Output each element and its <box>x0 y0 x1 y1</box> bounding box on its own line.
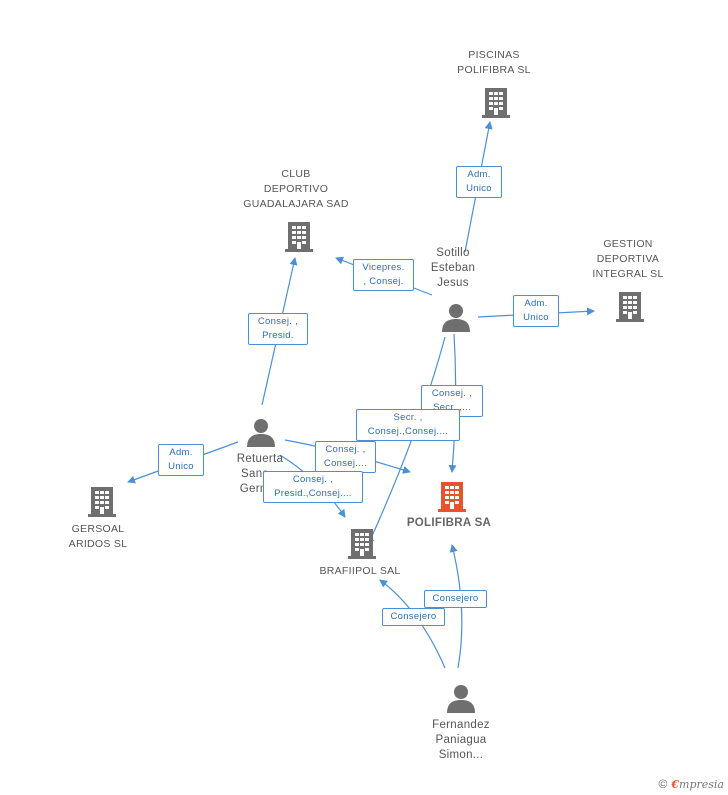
club-building-icon[interactable] <box>285 220 313 252</box>
relation-label-fernandez-polifibra[interactable]: Consejero <box>424 590 487 608</box>
node-label-gestion[interactable]: GESTION DEPORTIVA INTEGRAL SL <box>578 237 678 282</box>
polifibra-building-icon[interactable] <box>438 480 466 512</box>
node-label-line: ARIDOS SL <box>68 538 128 550</box>
relation-line: , Consej. <box>363 276 404 287</box>
node-label-line: DEPORTIVO <box>263 183 329 195</box>
relation-line: Unico <box>523 312 549 323</box>
fernandez-person-icon[interactable] <box>446 683 476 713</box>
node-label-line: POLIFIBRA SL <box>457 64 531 76</box>
relation-label-retuerta-polifibra[interactable]: Consej. , Consej.... <box>315 441 376 473</box>
relation-label-sotillo-club[interactable]: Vicepres. , Consej. <box>353 259 414 291</box>
relation-label-sotillo-brafiipol[interactable]: Secr. , Consej.,Consej.... <box>356 409 460 441</box>
brafiipol-building-icon[interactable] <box>348 527 376 559</box>
relation-line: Consejero <box>432 593 479 604</box>
relation-line: Adm. <box>524 298 548 309</box>
node-label-line: Retuerta <box>236 453 284 465</box>
relation-line: Secr. ,... <box>433 402 471 413</box>
relation-line: Adm. <box>467 169 491 180</box>
relation-line: Unico <box>466 183 492 194</box>
relation-label-retuerta-gersoal[interactable]: Adm. Unico <box>158 444 204 476</box>
node-label-line: GESTION <box>603 238 653 250</box>
relation-line: Adm. <box>169 447 193 458</box>
relation-line: Secr. , <box>393 412 423 423</box>
gersoal-building-icon[interactable] <box>88 485 116 517</box>
node-label-polifibra[interactable]: POLIFIBRA SA <box>394 516 504 531</box>
relation-line: Consej.... <box>323 458 368 469</box>
node-label-line: INTEGRAL SL <box>592 268 664 280</box>
relation-label-retuerta-club[interactable]: Consej. , Presid. <box>248 313 308 345</box>
relation-label-sotillo-gestion[interactable]: Adm. Unico <box>513 295 559 327</box>
node-label-fernandez[interactable]: Fernandez Paniagua Simon... <box>416 718 506 763</box>
node-label-brafiipol[interactable]: BRAFIIPOL SAL <box>305 564 415 579</box>
node-label-line: CLUB <box>281 168 311 180</box>
relation-line: Unico <box>168 461 194 472</box>
edge-sotillo-brafiipol <box>367 336 446 546</box>
node-label-line: Jesus <box>437 277 469 289</box>
relation-label-fernandez-brafiipol[interactable]: Consejero <box>382 608 445 626</box>
relation-line: Consej. , <box>257 316 299 327</box>
edge-fernandez-polifibra <box>449 544 463 669</box>
brand-initial: € <box>671 778 680 791</box>
relation-line: Consejero <box>390 611 437 622</box>
relation-line: Presid. <box>262 330 294 341</box>
relation-line: Consej. , <box>325 444 366 455</box>
relation-line: Vicepres. <box>362 262 405 273</box>
relation-line: Consej.,Consej.... <box>367 426 449 437</box>
relation-line: Presid.,Consej.... <box>274 488 352 499</box>
node-label-line: Esteban <box>430 262 476 274</box>
sotillo-person-icon[interactable] <box>441 302 471 332</box>
node-label-line: GERSOAL <box>71 523 125 535</box>
node-label-line: BRAFIIPOL SAL <box>319 565 401 577</box>
node-label-club[interactable]: CLUB DEPORTIVO GUADALAJARA SAD <box>226 167 366 212</box>
node-label-piscinas[interactable]: PISCINAS POLIFIBRA SL <box>434 48 554 78</box>
brand-watermark[interactable]: ©€mpresia <box>659 777 724 791</box>
piscinas-building-icon[interactable] <box>482 86 510 118</box>
relation-line: Consej. , <box>292 474 334 485</box>
gestion-building-icon[interactable] <box>616 290 644 322</box>
relation-label-sotillo-piscinas[interactable]: Adm. Unico <box>456 166 502 198</box>
node-label-line: Paniagua <box>435 734 487 746</box>
copyright-icon: © <box>658 777 668 791</box>
node-label-line: POLIFIBRA SA <box>406 517 492 529</box>
retuerta-person-icon[interactable] <box>246 417 276 447</box>
node-label-line: GUADALAJARA SAD <box>243 198 349 210</box>
node-label-line: PISCINAS <box>468 49 520 61</box>
node-label-line: Fernandez <box>432 719 490 731</box>
node-label-line: DEPORTIVA <box>596 253 660 265</box>
relation-line: Consej. , <box>431 388 473 399</box>
node-label-line: Simon... <box>438 749 484 761</box>
relation-label-retuerta-brafiipol[interactable]: Consej. , Presid.,Consej.... <box>263 471 363 503</box>
node-label-gersoal[interactable]: GERSOAL ARIDOS SL <box>48 522 148 552</box>
brand-name: mpresia <box>679 778 724 791</box>
node-label-sotillo[interactable]: Sotillo Esteban Jesus <box>413 246 493 291</box>
node-label-line: Sotillo <box>436 247 470 259</box>
